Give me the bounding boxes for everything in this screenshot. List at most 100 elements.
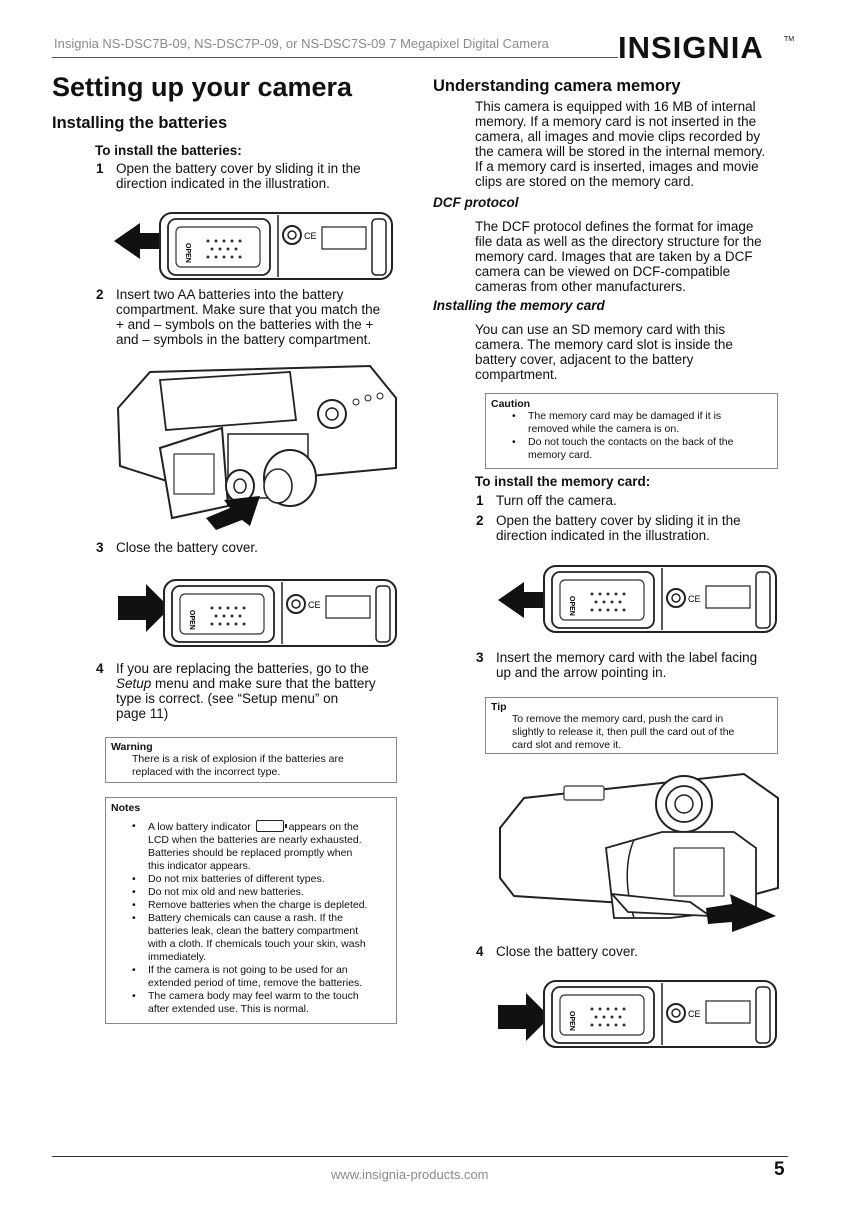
note-item: Do not mix old and new batteries. <box>132 886 396 899</box>
caution-text-line: Do not touch the contacts on the back of… <box>528 436 734 448</box>
note-item: Battery chemicals can cause a rash. If t… <box>132 912 396 964</box>
note-text: appears on the <box>288 821 359 833</box>
step-number: 2 <box>96 287 104 302</box>
step-text-line: type is correct. (see “Setup menu” on <box>116 691 339 706</box>
section-heading-memory: Understanding camera memory <box>433 77 681 95</box>
step-text-line: Insert the memory card with the label fa… <box>496 650 758 665</box>
svg-text:OPEN: OPEN <box>188 610 195 630</box>
note-text-line: immediately. <box>148 951 207 963</box>
running-header: Insignia NS-DSC7B-09, NS-DSC7P-09, or NS… <box>54 36 549 51</box>
para-line: You can use an SD memory card with this <box>475 322 726 337</box>
step-text-line: + and – symbols on the batteries with th… <box>116 317 374 332</box>
step-text-line: Close the battery cover. <box>496 944 638 959</box>
caution-item: Do not touch the contacts on the back of… <box>512 436 772 462</box>
para-line: the camera will be stored in the interna… <box>475 144 766 159</box>
warning-title: Warning <box>111 741 153 753</box>
step-text-line: Insert two AA batteries into the battery <box>116 287 344 302</box>
note-text-line: this indicator appears. <box>148 860 251 872</box>
para-line: This camera is equipped with 16 MB of in… <box>475 99 756 114</box>
battery-insertion-illustration <box>116 364 397 530</box>
note-text-line: Do not mix old and new batteries. <box>148 886 304 898</box>
step-text-line: Close the battery cover. <box>116 540 258 555</box>
step-text-line: If you are replacing the batteries, go t… <box>116 661 369 676</box>
svg-text:OPEN: OPEN <box>568 1011 575 1031</box>
para-line: clips are stored on the memory card. <box>475 174 695 189</box>
para-line: If a memory card is inserted, images and… <box>475 159 759 174</box>
para-line: memory card. Images that are taken by a … <box>475 249 753 264</box>
tip-title: Tip <box>491 701 507 713</box>
arrow-right-icon <box>498 993 550 1041</box>
page-number: 5 <box>774 1159 785 1180</box>
step-text-line: direction indicated in the illustration. <box>116 176 330 191</box>
arrow-left-icon <box>114 223 166 259</box>
svg-text:CE: CE <box>308 600 321 610</box>
dcf-heading: DCF protocol <box>433 195 519 210</box>
caution-box: Caution The memory card may be damaged i… <box>485 393 778 469</box>
note-item: A low battery indicator appears on the L… <box>132 820 396 873</box>
page-title: Setting up your camera <box>52 72 353 102</box>
step-text-line: page 11) <box>116 706 169 721</box>
step-number: 3 <box>476 650 484 665</box>
note-item: If the camera is not going to be used fo… <box>132 964 396 990</box>
arrow-left-icon <box>498 582 550 618</box>
warning-text-line: replaced with the incorrect type. <box>132 766 281 778</box>
step-text-line: compartment. Make sure that you match th… <box>116 302 381 317</box>
camera-cover-close-illustration: OPEN CE <box>118 579 397 647</box>
note-text-line: extended period of time, remove the batt… <box>148 977 363 989</box>
step-number: 4 <box>96 661 104 676</box>
tip-text-line: slightly to release it, then pull the ca… <box>512 726 735 738</box>
para-line: The DCF protocol defines the format for … <box>475 219 754 234</box>
note-item: Do not mix batteries of different types. <box>132 873 396 886</box>
para-line: camera, all images and movie clips recor… <box>475 129 761 144</box>
arrow-right-icon <box>118 584 170 632</box>
svg-text:OPEN: OPEN <box>568 596 575 616</box>
step-text-line: up and the arrow pointing in. <box>496 665 667 680</box>
para-line: memory. If a memory card is not inserted… <box>475 114 757 129</box>
svg-text:OPEN: OPEN <box>184 243 191 263</box>
setup-menu-term: Setup <box>116 676 152 691</box>
note-text-line: Do not mix batteries of different types. <box>148 873 325 885</box>
note-text-line: after extended use. This is normal. <box>148 1003 309 1015</box>
note-text-line: Batteries should be replaced promptly wh… <box>148 847 353 859</box>
notes-box: Notes A low battery indicator appears on… <box>105 797 397 1024</box>
note-text-line: Battery chemicals can cause a rash. If t… <box>148 912 343 924</box>
memory-intro-paragraph: This camera is equipped with 16 MB of in… <box>475 99 795 189</box>
step-text-line: menu and make sure that the battery <box>151 676 376 691</box>
step-text-line: and – symbols in the battery compartment… <box>116 332 372 347</box>
step-text-line: Turn off the camera. <box>496 493 617 508</box>
caution-title: Caution <box>491 398 531 410</box>
note-text-line: Remove batteries when the charge is depl… <box>148 899 368 911</box>
warning-text-line: There is a risk of explosion if the batt… <box>132 753 344 765</box>
step-number: 2 <box>476 513 484 528</box>
step-number: 1 <box>476 493 484 508</box>
svg-text:CE: CE <box>304 231 317 241</box>
note-item: Remove batteries when the charge is depl… <box>132 899 396 912</box>
step-text-line: Open the battery cover by sliding it in … <box>116 161 361 176</box>
step-text-line: direction indicated in the illustration. <box>496 528 710 543</box>
note-item: The camera body may feel warm to the tou… <box>132 990 396 1016</box>
tip-box: Tip To remove the memory card, push the … <box>485 697 778 754</box>
footer-rule <box>52 1156 788 1157</box>
dcf-paragraph: The DCF protocol defines the format for … <box>475 219 795 294</box>
warning-box: Warning There is a risk of explosion if … <box>105 737 397 783</box>
svg-text:CE: CE <box>688 1009 701 1019</box>
low-battery-icon <box>255 820 287 832</box>
para-line: battery cover, adjacent to the battery <box>475 352 694 367</box>
step-number: 1 <box>96 161 104 176</box>
tip-text-line: To remove the memory card, push the card… <box>512 713 724 725</box>
caution-text-line: The memory card may be damaged if it is <box>528 410 722 422</box>
note-text-line: If the camera is not going to be used fo… <box>148 964 348 976</box>
caution-text-line: removed while the camera is on. <box>528 423 680 435</box>
install-card-paragraph: You can use an SD memory card with this … <box>475 322 795 382</box>
note-text-line: with a cloth. If chemicals touch your sk… <box>148 938 366 950</box>
arrow-insert-icon <box>706 894 776 932</box>
para-line: file data as well as the directory struc… <box>475 234 762 249</box>
install-card-heading: Installing the memory card <box>433 298 605 313</box>
caution-item: The memory card may be damaged if it is … <box>512 410 772 436</box>
step-text-line: Open the battery cover by sliding it in … <box>496 513 741 528</box>
step-number: 4 <box>476 944 484 959</box>
para-line: compartment. <box>475 367 558 382</box>
note-text-line: batteries leak, clean the battery compar… <box>148 925 359 937</box>
section-heading-batteries: Installing the batteries <box>52 114 228 132</box>
tip-text-line: card slot and remove it. <box>512 739 622 751</box>
